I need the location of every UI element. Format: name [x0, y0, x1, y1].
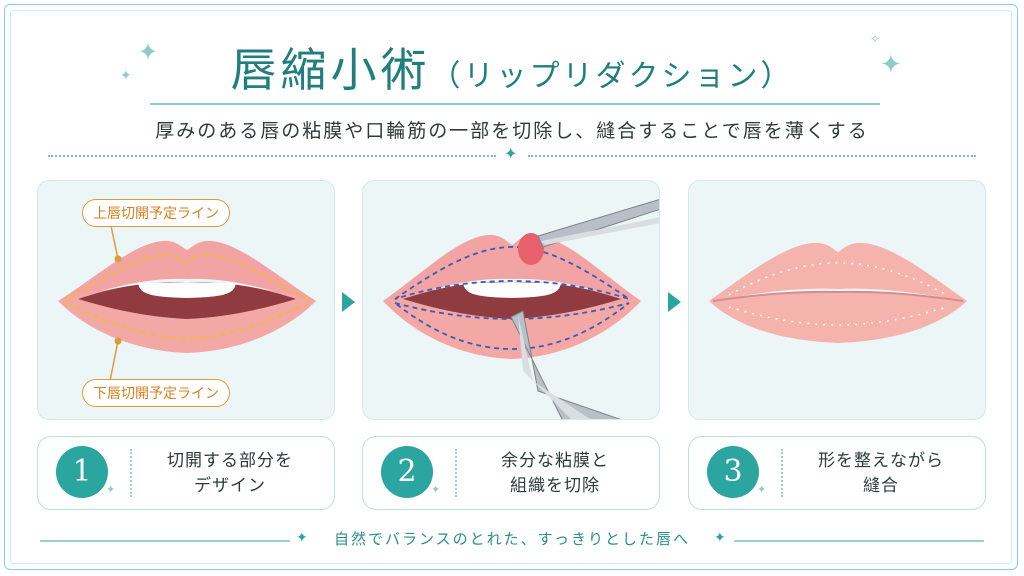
- title-sub: （リップリダクション）: [430, 59, 794, 94]
- sparkle-icon: ✦: [106, 483, 116, 496]
- sparkle-icon: ✦: [431, 483, 441, 496]
- lips-suture-illustration: [709, 242, 967, 343]
- footer-line-right: [734, 540, 984, 542]
- subtitle: 厚みのある唇の粘膜や口輪筋の一部を切除し、縫合することで唇を薄くする: [155, 120, 869, 142]
- step-separator: [130, 449, 132, 497]
- panel-step3-suture: [688, 180, 986, 420]
- title-main: 唇縮小術: [230, 43, 431, 97]
- step-text-line2: デザイン: [194, 476, 266, 496]
- step-card-3: 3 ✦ 形を整えながら 縫合: [688, 436, 986, 510]
- step-separator: [781, 449, 783, 497]
- step-number: 2: [381, 446, 433, 498]
- step-number: 3: [707, 446, 759, 498]
- page-title: 唇縮小術（リップリダクション）: [0, 34, 1024, 100]
- panel-step2-excision: [362, 180, 660, 420]
- title-underline: [150, 103, 880, 105]
- step-card-1: 1 ✦ 切開する部分を デザイン: [37, 436, 335, 510]
- label-lower-incision-line: 下唇切開予定ライン: [82, 379, 230, 407]
- sparkle-icon: ✦: [504, 144, 518, 163]
- step-card-2: 2 ✦ 余分な粘膜と 組織を切除: [362, 436, 660, 510]
- step-text: 余分な粘膜と 組織を切除: [459, 449, 651, 499]
- sparkle-icon: ✦: [880, 50, 902, 80]
- divider-right: [528, 155, 976, 157]
- inner-frame: [10, 10, 1012, 564]
- step-text-line1: 切開する部分を: [167, 451, 293, 471]
- footer-tagline: 自然でバランスのとれた、すっきりとした唇へ: [333, 530, 691, 548]
- step-text-line1: 余分な粘膜と: [501, 451, 609, 471]
- arrow-right-icon: [342, 292, 355, 312]
- divider-left: [48, 155, 496, 157]
- footer-line-left: [40, 540, 290, 542]
- step-text-line2: 組織を切除: [510, 476, 600, 496]
- step-text-line1: 形を整えながら: [818, 451, 944, 471]
- step-separator: [455, 449, 457, 497]
- sparkle-icon: ✦: [296, 530, 308, 546]
- sparkle-icon: ✧: [870, 32, 881, 46]
- panel-step1-design: 上唇切開予定ライン 下唇切開予定ライン: [37, 180, 335, 420]
- sparkle-icon: ✦: [138, 38, 159, 66]
- label-upper-incision-line: 上唇切開予定ライン: [82, 199, 230, 227]
- outer-frame: [4, 4, 1018, 570]
- sparkle-icon: ✦: [120, 68, 132, 84]
- sparkle-icon: ✦: [757, 483, 767, 496]
- step-text: 形を整えながら 縫合: [785, 449, 977, 499]
- sparkle-icon: ✦: [714, 530, 726, 546]
- lips-design-illustration: [58, 220, 316, 382]
- arrow-right-icon: [668, 292, 681, 312]
- step-text: 切開する部分を デザイン: [134, 449, 326, 499]
- step-text-line2: 縫合: [863, 476, 899, 496]
- step-number: 1: [56, 446, 108, 498]
- lips-excision-illustration: [383, 199, 659, 419]
